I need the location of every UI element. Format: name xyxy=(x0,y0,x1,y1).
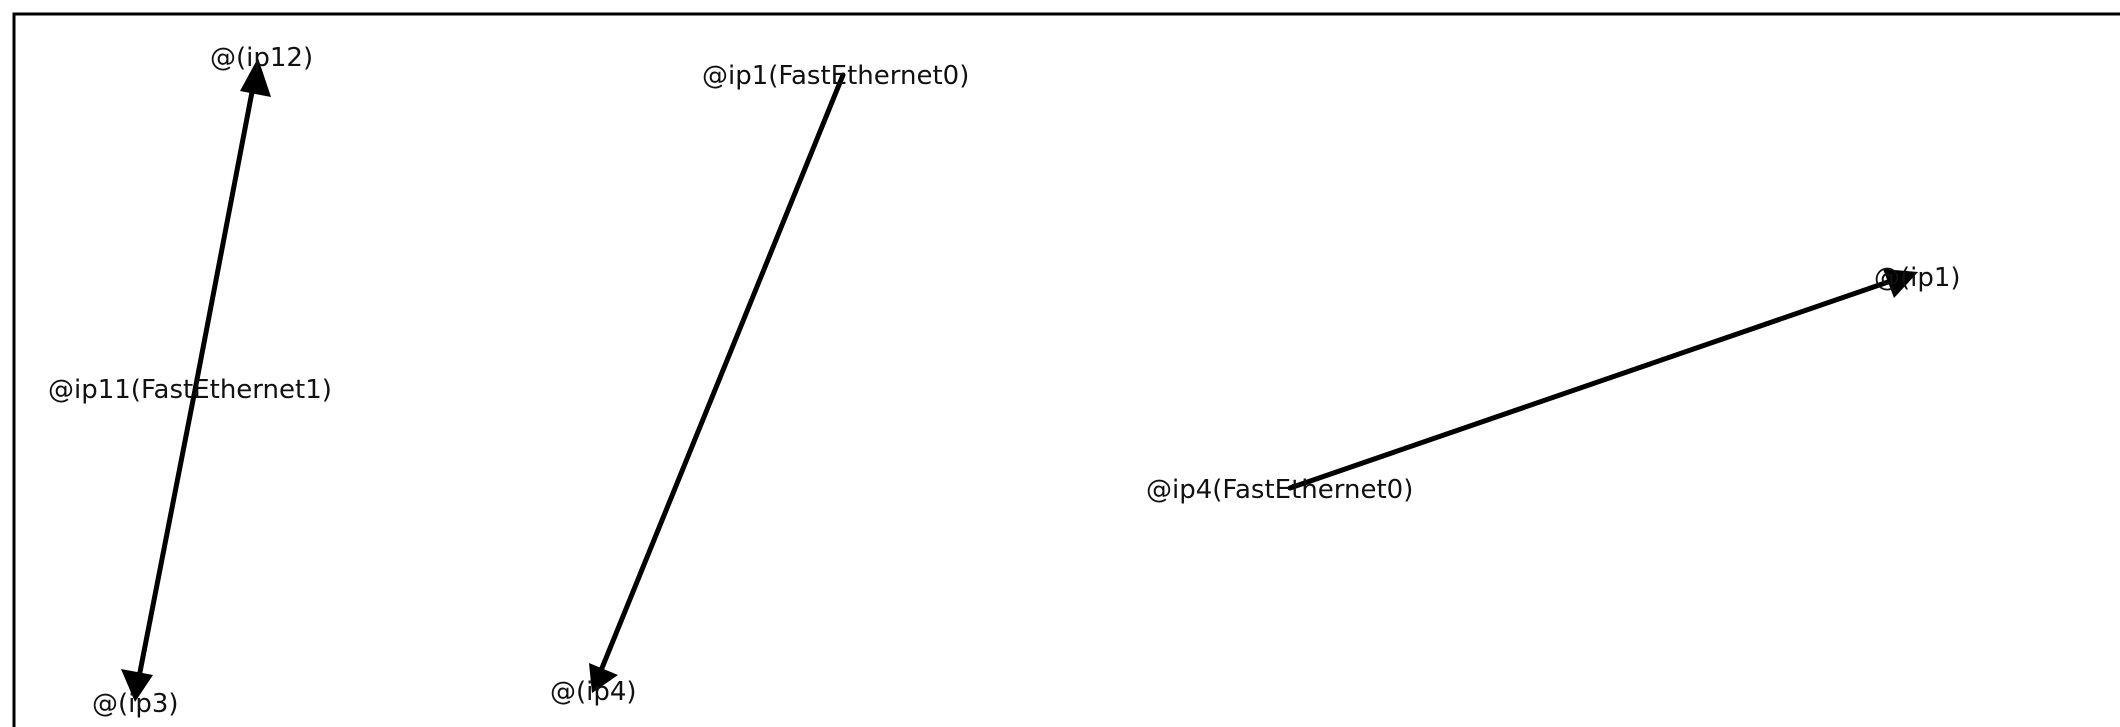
node-label-ip11-fastethernet1: @ip11(FastEthernet1) xyxy=(48,375,332,405)
arrowhead-to-ip1 xyxy=(1883,269,1918,298)
node-label-ip4-fastethernet0: @ip4(FastEthernet0) xyxy=(1146,475,1413,505)
node-label-ip1: @(ip1) xyxy=(1874,263,1961,293)
node-label-ip4: @(ip4) xyxy=(550,677,637,707)
node-label-ip1-fastethernet0: @ip1(FastEthernet0) xyxy=(702,61,969,91)
diagram-frame xyxy=(12,12,2120,727)
node-label-ip3: @(ip3) xyxy=(92,689,179,719)
arrowhead-to-ip12 xyxy=(240,58,271,97)
edge-ip1-to-ip4 xyxy=(599,72,846,671)
edge-ip11-to-ip3 xyxy=(137,387,198,675)
node-label-ip12: @(ip12) xyxy=(210,43,313,73)
arrowhead-to-ip3 xyxy=(121,669,153,702)
edge-ip11-to-ip12 xyxy=(192,89,255,393)
arrowhead-to-ip4 xyxy=(589,663,618,693)
edge-ip4-to-ip1 xyxy=(1287,279,1891,491)
